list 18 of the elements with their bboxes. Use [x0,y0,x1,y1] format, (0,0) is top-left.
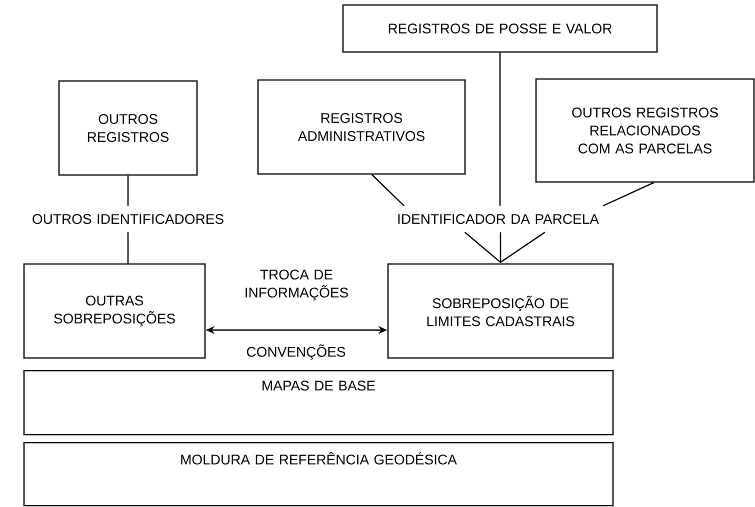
process-box: OUTROS REGISTROS [58,80,198,176]
layer-box: MAPAS DE BASE [23,370,614,436]
connector-line [127,232,129,264]
process-box: OUTRAS SOBREPOSIÇÕES [23,263,206,359]
connector-line [499,52,501,206]
process-box: REGISTROS ADMINISTRATIVOS [257,79,466,175]
identifier-label: OUTROS IDENTIFICADORES [32,214,224,224]
connector-line [371,174,404,206]
process-box: REGISTROS DE POSSE E VALOR [342,4,658,53]
process-box: SOBREPOSIÇÃO DE LIMITES CADASTRAIS [387,263,614,359]
process-box: OUTROS REGISTROS RELACIONADOS COM AS PARCELAS [535,78,755,183]
connector-line [602,182,654,206]
connector-line [464,232,546,264]
identifier-label: IDENTIFICADOR DA PARCELA [398,214,599,224]
note-text: CONVENÇÕES [246,344,346,360]
layer-box: MOLDURA DE REFERÊNCIA GEODÉSICA [23,442,614,506]
edge-label: TROCA DE INFORMAÇÕES [246,270,348,300]
connector-line [127,176,129,206]
